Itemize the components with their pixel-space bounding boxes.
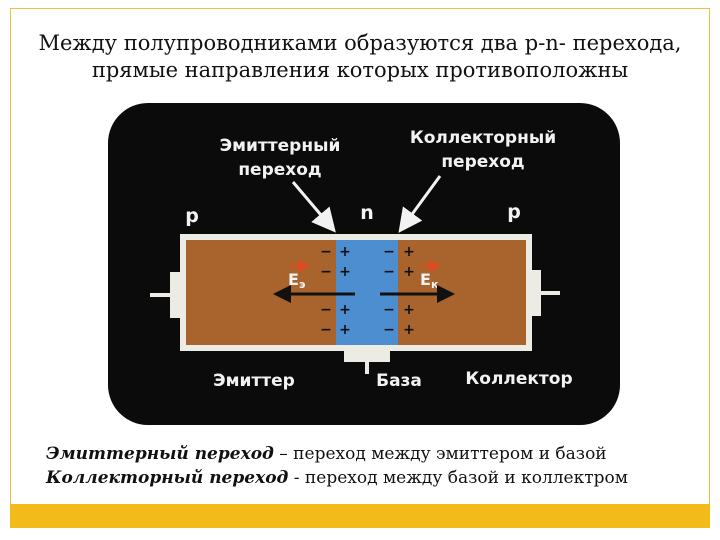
plus-charge: + bbox=[403, 322, 415, 338]
n-center-label: n bbox=[360, 202, 374, 224]
minus-charge: − bbox=[383, 302, 395, 318]
caption: Эмиттерный переход – переход между эмитт… bbox=[46, 442, 706, 490]
plus-charge: + bbox=[339, 322, 351, 338]
collector-label: Коллектор bbox=[465, 369, 572, 389]
caption-term-emitter-junction: Эмиттерный переход bbox=[46, 444, 274, 464]
collector-junction-label-2: переход bbox=[441, 152, 524, 172]
title-line-1: Между полупроводниками образуются два p-… bbox=[38, 31, 682, 55]
plus-charge: + bbox=[339, 264, 351, 280]
emitter-junction-label-1: Эмиттерный bbox=[220, 136, 341, 156]
caption-definition-2: - переход между базой и коллектром bbox=[288, 468, 628, 488]
bottom-accent-bar bbox=[10, 504, 710, 528]
plus-charge: + bbox=[403, 244, 415, 260]
collector-junction-label-1: Коллекторный bbox=[410, 128, 556, 148]
minus-charge: − bbox=[383, 244, 395, 260]
caption-line-2: Коллекторный переход - переход между баз… bbox=[46, 466, 706, 490]
p-left-label: p bbox=[185, 205, 199, 227]
base-label: База bbox=[376, 371, 422, 391]
emitter-junction-charges: − − − − + + + + bbox=[320, 244, 351, 338]
collector-junction-pointer bbox=[398, 175, 442, 233]
emitter-electrode bbox=[170, 272, 183, 318]
minus-charge: − bbox=[320, 264, 332, 280]
caption-line-1: Эмиттерный переход – переход между эмитт… bbox=[46, 442, 706, 466]
plus-charge: + bbox=[403, 264, 415, 280]
minus-charge: − bbox=[320, 244, 332, 260]
emitter-field-label: Eэ bbox=[288, 270, 306, 291]
base-electrode bbox=[344, 350, 390, 362]
caption-definition-1: – переход между эмиттером и базой bbox=[273, 444, 607, 464]
slide-title: Между полупроводниками образуются два p-… bbox=[20, 30, 700, 84]
emitter-junction-label-2: переход bbox=[238, 160, 321, 180]
minus-charge: − bbox=[320, 322, 332, 338]
p-right-label: p bbox=[507, 201, 521, 223]
collector-field-label: Eк bbox=[420, 270, 439, 291]
caption-term-collector-junction: Коллекторный переход bbox=[46, 468, 289, 488]
minus-charge: − bbox=[320, 302, 332, 318]
title-line-2: прямые направления которых противоположн… bbox=[91, 58, 629, 82]
plus-charge: + bbox=[339, 244, 351, 260]
plus-charge: + bbox=[403, 302, 415, 318]
minus-charge: − bbox=[383, 264, 395, 280]
emitter-junction-pointer bbox=[291, 181, 336, 233]
plus-charge: + bbox=[339, 302, 351, 318]
emitter-label: Эмиттер bbox=[213, 371, 295, 391]
collector-junction-charges: − − − − + + + + bbox=[383, 244, 415, 338]
minus-charge: − bbox=[383, 322, 395, 338]
